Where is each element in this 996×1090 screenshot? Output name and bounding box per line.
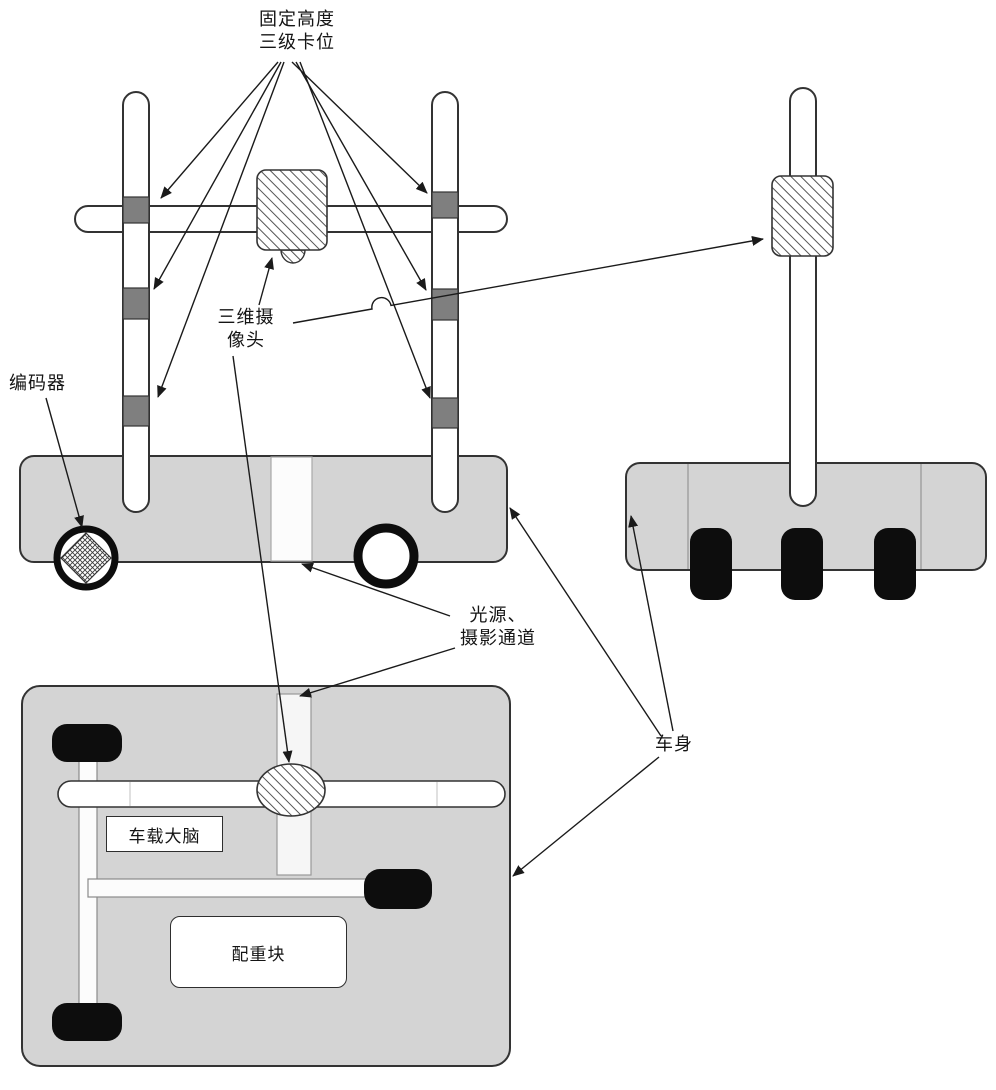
front-wheel bbox=[353, 523, 419, 589]
top-view bbox=[21, 685, 511, 1067]
label-encoder: 编码器 bbox=[9, 373, 66, 393]
clamp-segment bbox=[122, 395, 150, 427]
arrow-body-front bbox=[509, 507, 662, 737]
side-wheel bbox=[690, 528, 732, 600]
arrow-body-side bbox=[628, 515, 674, 732]
label-fixed-height-line2: 三级卡位 bbox=[259, 32, 335, 52]
cross-axle bbox=[87, 878, 399, 898]
arrow-camera-front bbox=[258, 257, 274, 306]
label-3d-camera: 三维摄 像头 bbox=[200, 306, 292, 352]
label-light-channel-line2: 摄影通道 bbox=[460, 628, 536, 648]
top-wheel bbox=[52, 1003, 122, 1041]
top-wheels bbox=[52, 724, 432, 1041]
arrow-encoder bbox=[45, 397, 84, 528]
label-counterweight: 配重块 bbox=[231, 944, 286, 964]
camera-top-view bbox=[256, 763, 326, 817]
front-light-channel bbox=[270, 456, 313, 562]
label-3d-camera-line2: 像头 bbox=[227, 330, 265, 350]
arrow-clamp-left-top bbox=[160, 61, 279, 199]
label-light-channel: 光源、 摄影通道 bbox=[437, 604, 559, 650]
camera-front-view bbox=[256, 169, 328, 251]
callout-arrows bbox=[45, 61, 764, 877]
side-wheels bbox=[690, 528, 916, 600]
front-view bbox=[19, 91, 508, 591]
arrow-body-top bbox=[512, 756, 660, 877]
clamp-segment bbox=[122, 196, 150, 224]
arrow-camera-side bbox=[292, 236, 764, 324]
label-vehicle-body: 车身 bbox=[655, 734, 693, 754]
label-onboard-brain: 车载大脑 bbox=[128, 826, 201, 846]
onboard-brain-block: 车载大脑 bbox=[106, 816, 223, 852]
arrow-camera-top bbox=[232, 355, 293, 763]
camera-lens-bump bbox=[280, 249, 306, 264]
counterweight-block: 配重块 bbox=[170, 916, 347, 988]
clamp-segments bbox=[122, 191, 459, 429]
clamp-segment bbox=[431, 397, 459, 429]
encoder-core bbox=[60, 532, 112, 584]
label-fixed-height-line1: 固定高度 bbox=[259, 9, 335, 29]
arrow-clamp-right-top bbox=[291, 61, 428, 194]
top-wheel bbox=[364, 869, 432, 909]
arrow-clamp-left-mid bbox=[153, 61, 282, 290]
arrow-channel-top bbox=[299, 647, 456, 698]
arrow-clamp-left-bottom bbox=[157, 61, 285, 398]
camera-side-view bbox=[771, 175, 834, 257]
side-wheel bbox=[874, 528, 916, 600]
side-pole bbox=[789, 87, 817, 507]
arrow-clamp-right-bottom bbox=[299, 61, 431, 399]
label-3d-camera-line1: 三维摄 bbox=[217, 307, 275, 327]
side-wheel bbox=[781, 528, 823, 600]
top-wheel bbox=[52, 724, 122, 762]
clamp-segment bbox=[431, 191, 459, 219]
arrow-clamp-right-mid bbox=[295, 61, 427, 291]
arrow-channel-front bbox=[301, 562, 451, 617]
label-light-channel-line1: 光源、 bbox=[469, 605, 527, 625]
clamp-segment bbox=[122, 287, 150, 320]
side-view bbox=[625, 87, 987, 600]
label-fixed-height-clamp: 固定高度 三级卡位 bbox=[227, 8, 367, 54]
